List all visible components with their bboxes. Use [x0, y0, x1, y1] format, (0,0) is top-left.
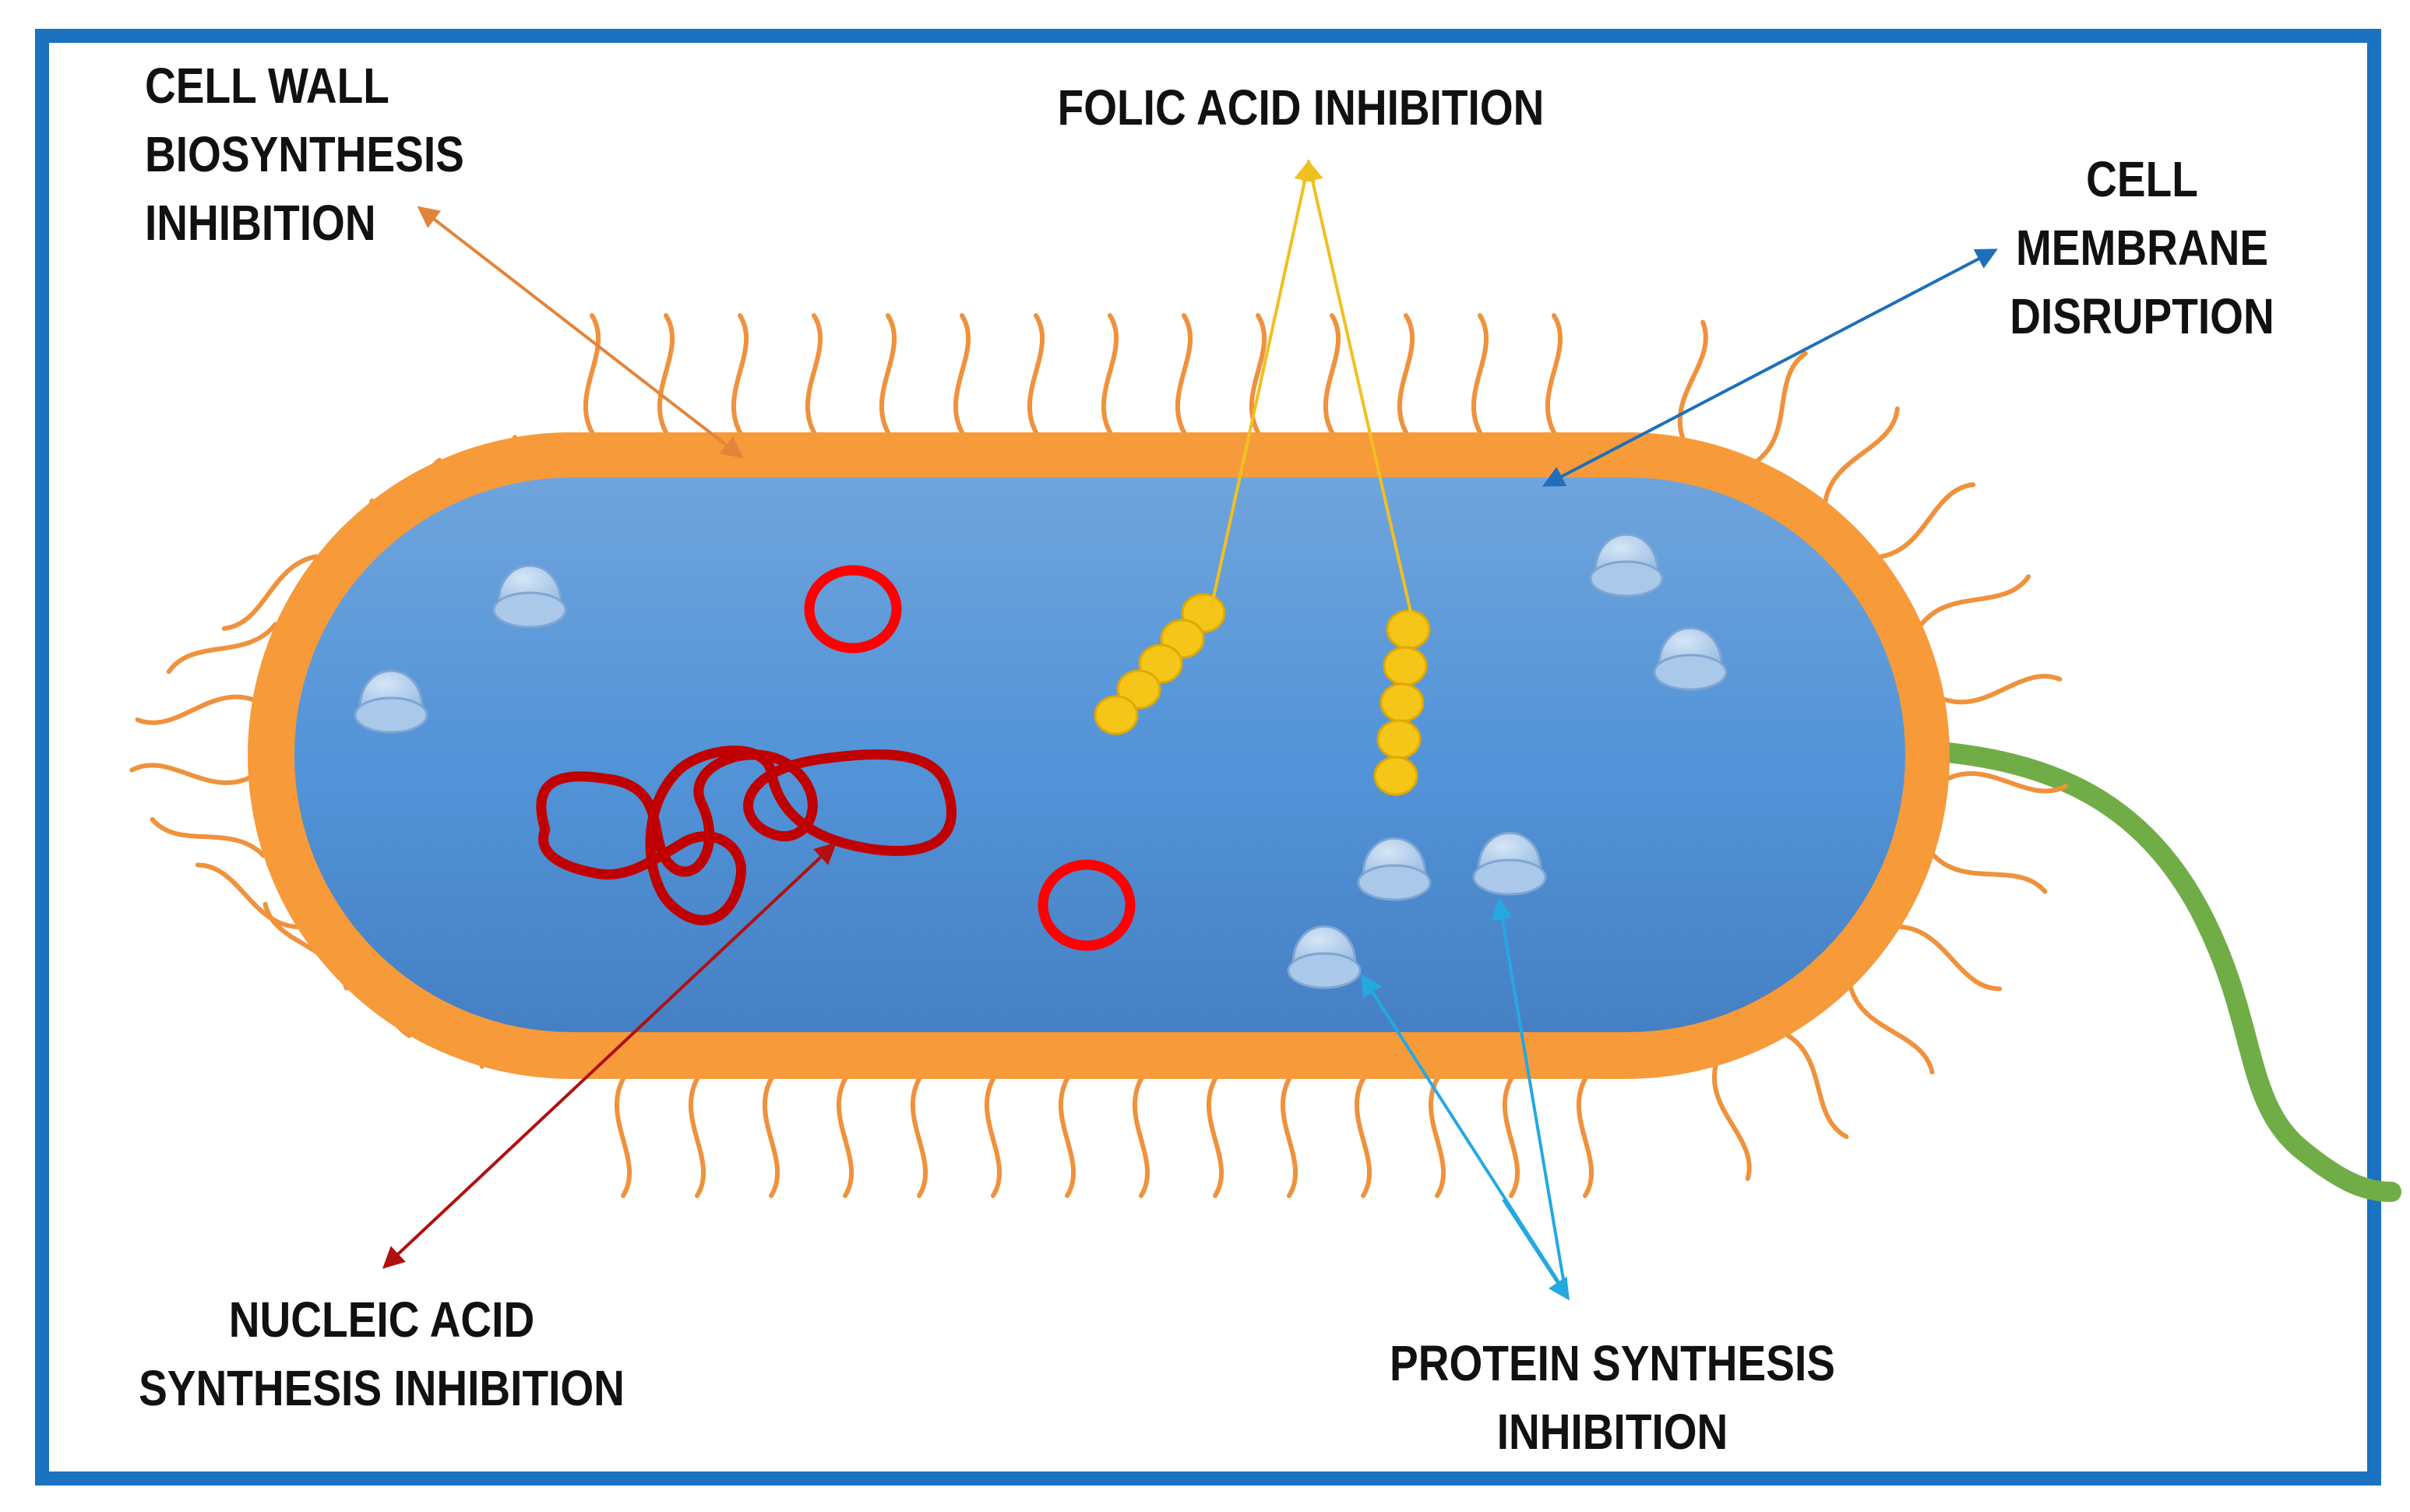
pilus [195, 862, 300, 929]
pilus [1058, 1077, 1076, 1198]
label-nucleic-acid: NUCLEIC ACID SYNTHESIS INHIBITION [127, 1285, 636, 1422]
label-cell-wall-line-1: CELL WALL [145, 58, 389, 114]
folate-bead [1376, 719, 1422, 760]
label-protein-synthesis: PROTEIN SYNTHESIS INHIBITION [1351, 1329, 1874, 1466]
pilus [953, 313, 971, 435]
pilus [1711, 1063, 1752, 1182]
arrow-cell-membrane [1542, 248, 1998, 487]
label-cell-membrane-line-2: MEMBRANE [2015, 220, 2269, 276]
pilus [805, 313, 823, 435]
pilus [1471, 313, 1489, 435]
arrow-protein-synthesis-head [1502, 1198, 1570, 1301]
pilus [1280, 1077, 1298, 1198]
label-protein-synthesis-line-2: INHIBITION [1496, 1404, 1728, 1460]
label-folic-acid: FOLIC ACID INHIBITION [1046, 73, 1556, 142]
label-nucleic-acid-line-2: SYNTHESIS INHIBITION [139, 1360, 625, 1416]
pilus [129, 763, 252, 785]
folate-bead [1386, 609, 1431, 650]
pilus [135, 694, 255, 725]
label-folic-acid-text: FOLIC ACID INHIBITION [1057, 79, 1545, 136]
label-cell-wall: CELL WALL BIOSYNTHESIS INHIBITION [145, 51, 464, 257]
label-cell-wall-line-3: INHIBITION [145, 195, 376, 251]
pilus [221, 554, 319, 631]
pilus [1502, 1077, 1520, 1198]
folate-bead [1373, 756, 1418, 796]
pilus [1785, 1033, 1849, 1140]
ribosome [354, 669, 428, 734]
pilus [1101, 313, 1119, 435]
ribosomes [354, 533, 1728, 989]
pilus [1206, 1077, 1224, 1198]
plasmid-1 [804, 565, 902, 654]
frame-border [35, 29, 2381, 1486]
pilus [984, 1077, 1002, 1198]
folate-chains [1094, 593, 1431, 796]
ribosome [1357, 837, 1432, 901]
ribosome [1589, 533, 1664, 597]
folate-bead [1094, 695, 1139, 735]
pilus [1848, 985, 1935, 1075]
pilus [1931, 853, 2048, 894]
label-cell-membrane-line-1: CELL [2086, 151, 2198, 207]
pilus [879, 313, 897, 435]
ribosome [1472, 831, 1547, 896]
pilus [1919, 574, 2031, 627]
label-protein-synthesis-line-1: PROTEIN SYNTHESIS [1390, 1335, 1835, 1391]
pilus [1946, 771, 2068, 794]
label-cell-wall-line-2: BIOSYNTHESIS [145, 126, 464, 182]
plasmid-2 [1038, 859, 1136, 951]
label-nucleic-acid-line-1: NUCLEIC ACID [228, 1292, 535, 1348]
label-cell-membrane: CELL MEMBRANE DISRUPTION [1988, 145, 2296, 351]
label-cell-membrane-line-3: DISRUPTION [2010, 288, 2274, 344]
ribosome [1287, 925, 1362, 989]
flagellum [1929, 742, 2401, 1202]
pilus [1175, 313, 1193, 435]
pilus [1132, 1077, 1150, 1198]
pilus [1428, 1077, 1446, 1198]
ribosome [492, 564, 567, 629]
pilus [1323, 313, 1341, 435]
pilus [1576, 1077, 1594, 1198]
arrow-cell-wall [417, 206, 744, 459]
pilus [150, 816, 266, 858]
pilus [1354, 1077, 1372, 1198]
pilus [1027, 313, 1045, 435]
pilus [1942, 674, 2063, 705]
pilus [910, 1077, 928, 1198]
folate-bead [1379, 682, 1425, 723]
pilus [1397, 313, 1415, 435]
pilus [166, 622, 278, 675]
pilus [1879, 482, 1976, 559]
folate-bead [1383, 646, 1428, 686]
arrow-nucleic-acid [382, 842, 837, 1269]
arrow-folic-acid-right [1302, 159, 1413, 616]
pilus [836, 1077, 854, 1198]
pilus [1897, 924, 2003, 992]
arrow-protein-synthesis-right [1491, 897, 1567, 1294]
arrow-folic-acid-left [1210, 159, 1316, 608]
ribosome [1653, 626, 1728, 691]
